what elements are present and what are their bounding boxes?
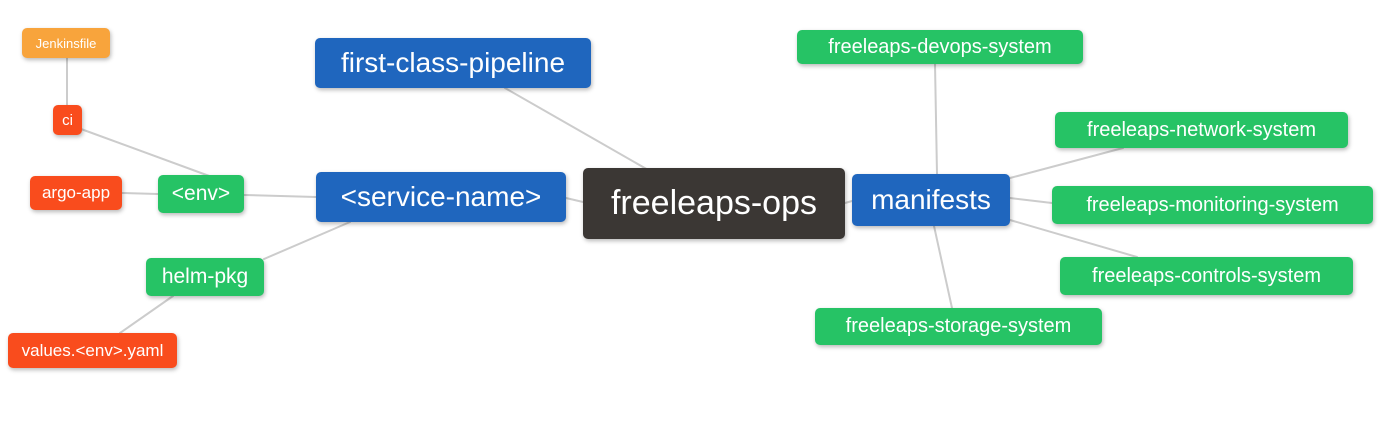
node-freeleaps-monitoring-system[interactable]: freeleaps-monitoring-system [1052, 186, 1373, 224]
node-freeleaps-network-system[interactable]: freeleaps-network-system [1055, 112, 1348, 148]
node-helm-pkg[interactable]: helm-pkg [146, 258, 264, 296]
edge-manifests-storage-system [933, 225, 953, 309]
node-first-class-pipeline[interactable]: first-class-pipeline [315, 38, 591, 88]
node-freeleaps-devops-system[interactable]: freeleaps-devops-system [797, 30, 1083, 64]
node-values-env-yaml[interactable]: values.<env>.yaml [8, 333, 177, 368]
edge-manifests-network-system [1009, 147, 1124, 179]
node-service-name[interactable]: <service-name> [316, 172, 566, 222]
edge-manifests-devops-system [934, 63, 938, 175]
node-freeleaps-controls-system[interactable]: freeleaps-controls-system [1060, 257, 1353, 295]
node-freeleaps-storage-system[interactable]: freeleaps-storage-system [815, 308, 1102, 345]
edge-service-name-ops [565, 197, 584, 203]
edge-argo-app-env [121, 192, 159, 195]
edge-ci-env [80, 128, 213, 178]
node-manifests[interactable]: manifests [852, 174, 1010, 226]
edge-env-service-name [243, 194, 317, 198]
node-env[interactable]: <env> [158, 175, 244, 213]
edge-helm-pkg-service-name [263, 221, 351, 260]
edge-ops-manifests [844, 200, 853, 204]
edge-manifests-monitoring-system [1009, 197, 1053, 204]
edge-first-class-pipeline-ops [504, 87, 651, 172]
node-argo-app[interactable]: argo-app [30, 176, 122, 210]
node-jenkinsfile[interactable]: Jenkinsfile [22, 28, 110, 58]
edge-manifests-controls-system [1009, 219, 1138, 258]
node-ci[interactable]: ci [53, 105, 82, 135]
node-freeleaps-ops[interactable]: freeleaps-ops [583, 168, 845, 239]
edge-values-helm-pkg [119, 295, 174, 334]
